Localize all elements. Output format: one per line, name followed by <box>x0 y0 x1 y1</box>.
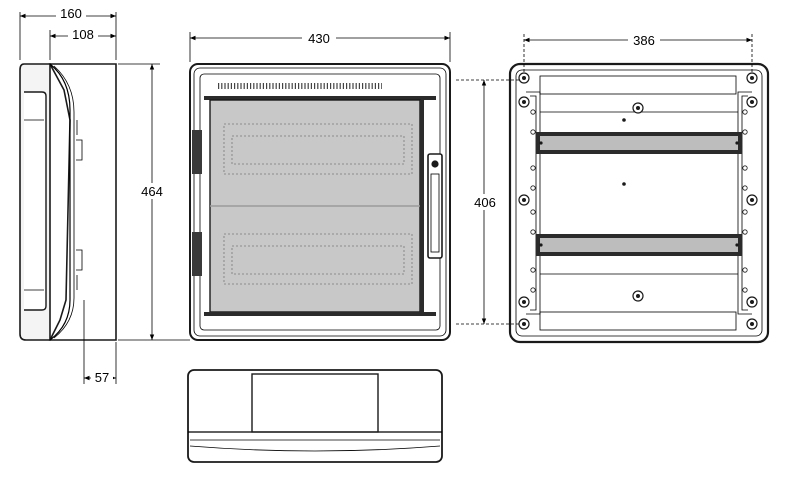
din-rail-top <box>536 132 742 154</box>
dimension-label-406: 406 <box>474 195 496 210</box>
dimension-bottom-offset: 57 <box>83 300 117 385</box>
interior-left-column <box>526 91 541 315</box>
dimension-label-108: 108 <box>72 27 94 42</box>
side-view-hinge-top <box>76 139 83 161</box>
front-view-hinge-bottom <box>192 232 202 276</box>
dimension-label-464: 464 <box>141 184 163 199</box>
front-view-lock-button <box>431 160 439 168</box>
side-view <box>19 63 117 341</box>
front-view-lock <box>427 153 443 259</box>
dimension-height: 464 <box>118 63 190 341</box>
center-fixings <box>622 102 644 302</box>
dimension-rail-spacing-height: 406 <box>456 79 520 325</box>
dimension-rail-spacing-width: 386 <box>523 32 753 74</box>
interior-right-column <box>737 91 752 315</box>
dimension-label-57: 57 <box>95 370 109 385</box>
corner-screws <box>518 72 758 330</box>
front-view-hinge-top <box>192 130 202 174</box>
bottom-view-cutout <box>251 373 379 433</box>
din-rail-bottom <box>536 234 742 256</box>
side-view-handle <box>24 91 47 311</box>
dimension-label-430: 430 <box>308 31 330 46</box>
side-view-door <box>48 63 117 341</box>
interior-view <box>508 62 770 344</box>
front-view <box>189 63 451 341</box>
dimension-side-inner-depth: 108 <box>49 27 116 60</box>
dimension-label-386: 386 <box>633 33 655 48</box>
side-view-hinge-bottom <box>76 249 83 271</box>
dimension-front-width: 430 <box>189 30 451 62</box>
bottom-view <box>187 369 443 463</box>
side-holes <box>530 109 748 293</box>
dimension-label-160: 160 <box>60 6 82 21</box>
